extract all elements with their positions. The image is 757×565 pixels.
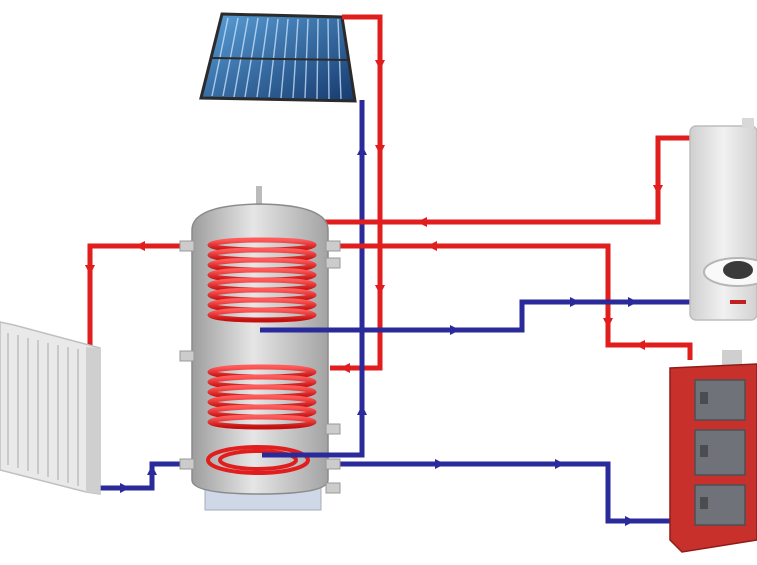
arrow-down <box>603 318 613 328</box>
arrow-left <box>427 241 437 251</box>
arrow-left <box>135 241 145 251</box>
radiator-icon <box>0 321 101 495</box>
tank-icon <box>179 186 341 511</box>
arrow-right <box>120 483 130 493</box>
bottom-spiral-coil <box>206 445 310 475</box>
arrow-right <box>570 297 580 307</box>
arrow-right <box>450 325 460 335</box>
stove-icon <box>669 350 757 553</box>
arrow-left <box>417 217 427 227</box>
solar-supply-pipe <box>330 14 383 371</box>
arrow-down <box>375 285 385 295</box>
arrow-left <box>635 340 645 350</box>
wall-boiler-icon <box>689 118 757 321</box>
arrow-down <box>375 60 385 70</box>
arrow-right <box>435 459 445 469</box>
pipe-network <box>87 14 693 524</box>
lower-heating-coil <box>207 364 317 430</box>
solar-panel-icon <box>199 12 357 103</box>
radiator-return-pipe <box>88 461 190 491</box>
arrow-left <box>340 363 350 373</box>
tank-hot-outlet-pipe <box>330 243 693 360</box>
arrow-right <box>625 516 635 526</box>
radiator-supply-pipe <box>87 243 190 352</box>
arrow-down <box>85 265 95 275</box>
flow-arrows <box>85 60 663 526</box>
arrow-up <box>147 465 157 475</box>
arrow-down <box>653 185 663 195</box>
arrow-up <box>357 405 367 415</box>
boiler-return-pipe <box>260 299 690 333</box>
arrow-down <box>375 145 385 155</box>
arrow-up <box>357 145 367 155</box>
arrow-right <box>628 297 638 307</box>
arrow-right <box>555 459 565 469</box>
stove-return-pipe <box>330 461 672 524</box>
upper-heating-coil <box>207 237 317 323</box>
